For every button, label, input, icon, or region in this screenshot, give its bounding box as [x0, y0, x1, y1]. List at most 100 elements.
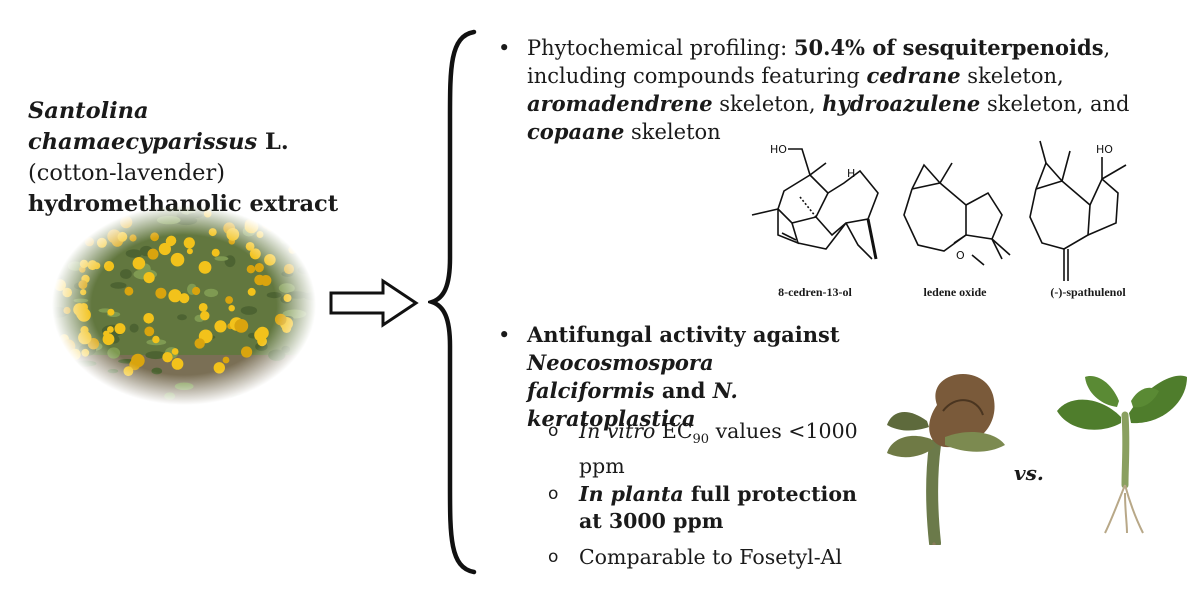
foliage-tuft: [240, 306, 258, 315]
ec: EC: [655, 419, 693, 443]
flower-head: [225, 296, 234, 304]
cedrenol-h: H: [847, 167, 855, 180]
foliage-tuft: [151, 367, 163, 375]
foliage-tuft: [286, 291, 308, 299]
in-planta: In planta: [579, 482, 684, 506]
foliage-tuft: [187, 212, 203, 219]
flower-head: [192, 286, 201, 296]
foliage-tuft: [145, 351, 166, 360]
flower-head: [246, 265, 256, 274]
flower-head: [162, 352, 173, 363]
flower-head: [63, 306, 71, 315]
copaane: copaane: [527, 119, 625, 144]
sub-item-3: o Comparable to Fosetyl-Al: [548, 544, 868, 571]
flower-head: [283, 263, 295, 275]
foliage-tuft: [295, 363, 310, 368]
flower-head: [171, 348, 179, 355]
flower-head: [132, 257, 146, 270]
foliage-tuft: [297, 385, 317, 396]
ec-sub: 90: [692, 432, 710, 448]
foliage-tuft: [120, 269, 132, 279]
cedrenol-structure: HO H: [751, 143, 879, 260]
sub-mark-2: o: [548, 484, 559, 504]
t5: skeleton,: [960, 64, 1064, 88]
foliage-tuft: [164, 392, 176, 400]
flower-head: [143, 272, 155, 284]
ec-values: values <1000 ppm: [579, 419, 858, 479]
flower-head: [296, 209, 307, 219]
flower-head: [78, 280, 88, 290]
flower-head: [214, 320, 227, 333]
flower-head: [103, 261, 115, 272]
foliage-tuft: [110, 282, 127, 289]
flower-head: [226, 228, 240, 241]
flower-head: [152, 335, 160, 344]
flower-head: [168, 289, 182, 303]
foliage-tuft: [231, 394, 249, 401]
flower-head: [54, 279, 66, 291]
flower-head: [203, 209, 212, 218]
sub-mark-1: o: [548, 421, 559, 441]
foliage-tuft: [125, 249, 143, 258]
flower-head: [256, 231, 264, 238]
flower-head: [62, 242, 71, 252]
t3: , including compounds featuring: [527, 36, 1111, 88]
flower-head: [114, 323, 126, 335]
flower-head: [170, 252, 185, 267]
flower-head: [117, 231, 128, 242]
species-name: Santolina chamaecyparissus L.: [28, 96, 358, 158]
flower-head: [234, 319, 249, 333]
flower-head: [144, 326, 155, 337]
foliage-tuft: [268, 349, 286, 361]
flower-head: [96, 237, 107, 248]
molecule-structures: HO H O HO: [751, 140, 1127, 281]
flower-head: [198, 303, 208, 312]
sub-mark-3: o: [548, 547, 559, 567]
flower-head: [249, 248, 261, 260]
flower-head: [165, 236, 176, 247]
flower-head: [282, 323, 292, 333]
flower-head: [78, 330, 92, 345]
phytochemical-section: • Phytochemical profiling: 50.4% of sesq…: [498, 34, 1138, 146]
flower-head: [129, 234, 137, 242]
species-authority: L.: [257, 129, 289, 155]
antifungal-heading: Antifungal activity against Neocosmospor…: [527, 321, 848, 433]
flower-head: [200, 311, 210, 321]
antifungal-section: • Antifungal activity against Neocosmosp…: [498, 321, 848, 433]
flower-head: [155, 287, 167, 299]
flower-head: [302, 226, 313, 237]
foliage-tuft: [281, 345, 291, 353]
h3: and: [654, 378, 713, 403]
in-vitro: In vitro: [579, 419, 656, 443]
bullet-2: •: [498, 323, 511, 347]
flower-head: [124, 286, 134, 296]
fungus-2: N. keratoplastica: [527, 378, 738, 431]
foliage-tuft: [297, 266, 313, 274]
flower-head: [194, 338, 205, 349]
flower-head: [254, 263, 264, 273]
flower-head: [80, 289, 87, 296]
spathulenol-structure: HO: [1029, 140, 1127, 281]
flower-head: [241, 346, 253, 358]
diseased-seedling-image: [887, 373, 1005, 545]
bullet-1: •: [498, 36, 511, 60]
flower-head: [186, 248, 193, 255]
flower-head: [120, 216, 133, 229]
label-spathulenol: (-)-spathulenol: [1050, 285, 1126, 299]
flower-head: [198, 261, 212, 274]
flower-head: [107, 229, 122, 244]
flower-head: [264, 254, 276, 266]
flower-head: [71, 227, 83, 239]
label-cedrenol: 8-cedren-13-ol: [778, 285, 852, 299]
flower-head: [211, 248, 220, 257]
flower-head: [76, 307, 89, 320]
foliage-tuft: [156, 215, 181, 225]
foliage-tuft: [73, 298, 89, 303]
foliage-tuft: [74, 360, 97, 367]
foliage-tuft: [214, 256, 229, 261]
flower-head: [59, 212, 68, 221]
flower-head: [103, 330, 110, 337]
flower-head: [84, 209, 98, 222]
sub-item-1: o In vitro EC90 values <1000 ppm: [548, 418, 868, 480]
flower-head: [107, 326, 114, 333]
